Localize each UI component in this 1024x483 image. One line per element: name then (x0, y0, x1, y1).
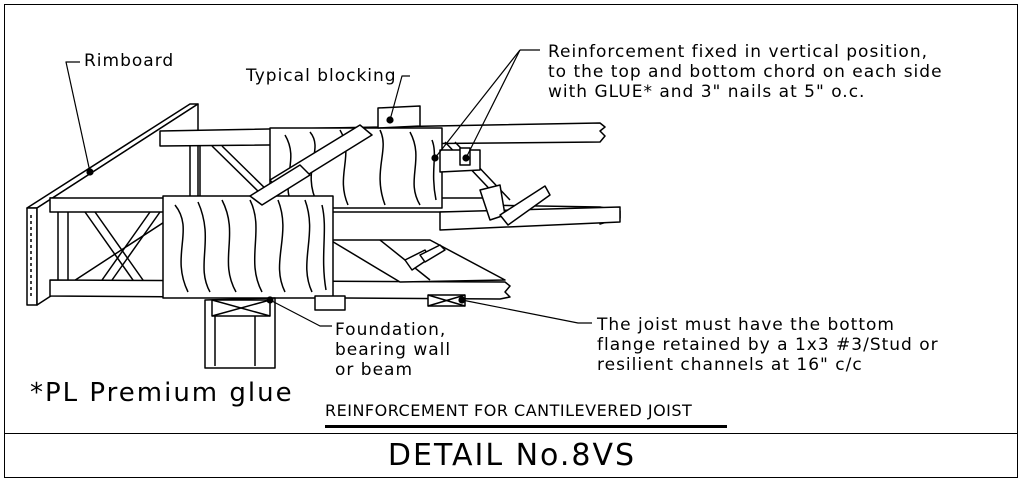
label-foundation: Foundation, bearing wall or beam (335, 320, 451, 380)
drawing-frame (4, 4, 1018, 478)
subtitle-underline (325, 425, 727, 428)
detail-title: DETAIL No.8VS (387, 438, 637, 473)
foundation-line-1: Foundation, (335, 320, 447, 340)
reinforcement-line-3: with GLUE* and 3" nails at 5" o.c. (548, 82, 866, 102)
foundation-wall (204, 295, 346, 369)
bottom-flange-line-2: flange retained by a 1x3 #3/Stud or (597, 335, 939, 355)
blocking-top-piece (377, 105, 421, 129)
bottom-flange-line-1: The joist must have the bottom (597, 315, 895, 335)
label-reinforcement: Reinforcement fixed in vertical position… (548, 42, 943, 102)
vertical-reinforcement (439, 147, 481, 173)
cross-bracing (249, 124, 373, 206)
glue-note: *PL Premium glue (30, 378, 294, 408)
reinforcement-line-2: to the top and bottom chord on each side (548, 62, 943, 82)
bottom-flange-line-3: resilient channels at 16" c/c (597, 355, 863, 375)
front-blocking (162, 195, 334, 299)
label-rimboard: Rimboard (84, 51, 175, 71)
label-typical-blocking: Typical blocking (246, 66, 397, 86)
foundation-line-2: bearing wall (335, 340, 452, 360)
flange-retainer-strip (427, 294, 466, 307)
title-block-divider (4, 433, 1018, 434)
foundation-line-3: or beam (335, 360, 414, 380)
drawing-subtitle: REINFORCEMENT FOR CANTILEVERED JOIST (325, 401, 693, 420)
label-bottom-flange: The joist must have the bottom flange re… (597, 315, 939, 375)
leader-lines (65, 49, 592, 327)
reinforcement-line-1: Reinforcement fixed in vertical position… (548, 42, 929, 62)
